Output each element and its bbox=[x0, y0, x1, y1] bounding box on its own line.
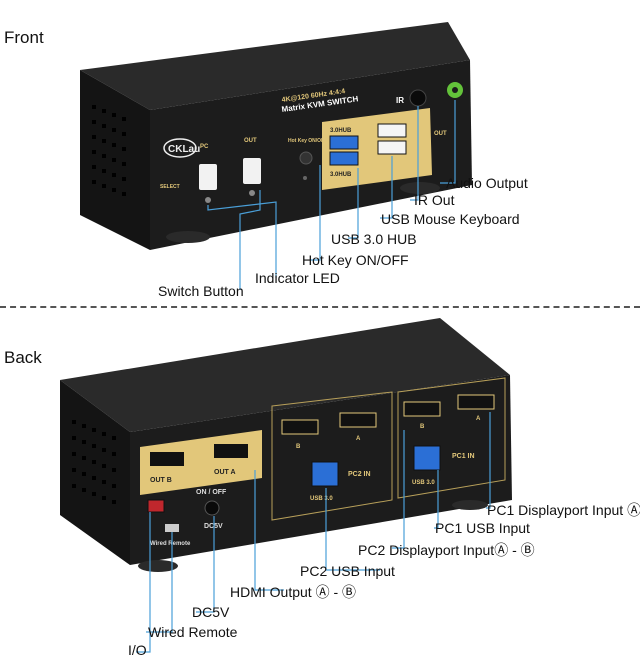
indicator-led-1 bbox=[205, 197, 211, 203]
label-ir-out: IR Out bbox=[414, 192, 455, 208]
usb-keyboard-port bbox=[377, 140, 407, 155]
front-vents bbox=[92, 105, 126, 196]
ir-out-jack bbox=[409, 89, 427, 107]
section-divider bbox=[0, 306, 640, 308]
front-section-title: Front bbox=[4, 28, 44, 47]
ir-silk-label: IR bbox=[396, 96, 404, 105]
switch-button-pc bbox=[199, 164, 217, 190]
pc2-region bbox=[271, 391, 393, 521]
usb-hub-silk-bottom: 3.0HUB bbox=[330, 172, 352, 178]
pc2-in-silk: PC2 IN bbox=[348, 471, 371, 478]
label-usb-mouse-keyboard: USB Mouse Keyboard bbox=[381, 211, 520, 227]
port-a-b-marker: Ⓐ - Ⓑ bbox=[494, 542, 535, 558]
pc1-port-a-silk: A bbox=[476, 416, 481, 422]
port-a-b-marker: Ⓐ - Ⓑ bbox=[627, 502, 640, 518]
usb-hub-silk-top: 3.0HUB bbox=[330, 128, 352, 134]
label-pc2-displayport: PC2 Displayport InputⒶ - Ⓑ bbox=[358, 542, 535, 558]
onoff-silk: ON / OFF bbox=[196, 489, 227, 496]
label-wired-remote: Wired Remote bbox=[148, 624, 238, 640]
label-io: I/O bbox=[128, 642, 147, 658]
pc1-region bbox=[397, 377, 506, 499]
back-device: OUT B OUT A ON / OFF DC5V Wired Remote B… bbox=[60, 318, 512, 572]
dc5v-jack bbox=[204, 500, 220, 516]
indicator-led-3 bbox=[303, 176, 307, 180]
hdmi-out-b-port bbox=[150, 452, 184, 466]
pc2-displayport-b bbox=[281, 419, 319, 435]
pc2-port-a-silk: A bbox=[356, 436, 361, 442]
hdmi-out-a-port bbox=[214, 444, 248, 458]
label-hdmi-output: HDMI Output Ⓐ - Ⓑ bbox=[230, 584, 357, 600]
wired-remote-port bbox=[165, 524, 179, 532]
front-device: CKLau 4K@120 60Hz 4:4:4 Matrix KVM SWITC… bbox=[80, 22, 472, 250]
out-b-silk: OUT B bbox=[150, 477, 172, 484]
pc1-displayport-b bbox=[403, 401, 441, 417]
out-silk-label-2: OUT bbox=[434, 131, 447, 137]
pc2-displayport-a bbox=[339, 412, 377, 428]
label-pc1-displayport: PC1 Displayport Input Ⓐ - Ⓑ bbox=[487, 500, 640, 520]
indicator-led-2 bbox=[249, 190, 255, 196]
label-audio-output: Audio Output bbox=[446, 175, 528, 191]
pc1-usb30-silk: USB 3.0 bbox=[412, 480, 435, 486]
pc2-usb30-silk: USB 3.0 bbox=[310, 496, 333, 502]
pc1-port-b-silk: B bbox=[420, 424, 425, 430]
hotkey-button bbox=[299, 151, 313, 165]
label-hotkey: Hot Key ON/OFF bbox=[302, 252, 409, 268]
out-silk-label: OUT bbox=[244, 138, 257, 144]
back-section-title: Back bbox=[4, 348, 42, 367]
hotkey-silk-label: Hot Key ON/OFF bbox=[288, 138, 327, 144]
back-vents bbox=[72, 420, 116, 504]
usb-mouse-port bbox=[377, 123, 407, 138]
front-leader-lines bbox=[207, 100, 456, 290]
brand-logo: CKLau bbox=[168, 144, 200, 155]
usb-hub-port-1 bbox=[329, 135, 359, 150]
label-usb-hub: USB 3.0 HUB bbox=[331, 231, 417, 247]
out-a-silk: OUT A bbox=[214, 469, 236, 476]
pc1-usb-port bbox=[413, 445, 441, 471]
label-pc1-usb: PC1 USB Input bbox=[435, 520, 530, 536]
label-indicator-led: Indicator LED bbox=[255, 270, 340, 286]
pc2-port-b-silk: B bbox=[296, 444, 301, 450]
back-leader-lines bbox=[136, 412, 491, 653]
select-silk-label: SELECT bbox=[160, 184, 180, 190]
pc1-in-silk: PC1 IN bbox=[452, 453, 475, 460]
usb-hub-port-2 bbox=[329, 151, 359, 166]
switch-button-out bbox=[243, 158, 261, 184]
label-dc5v: DC5V bbox=[192, 604, 230, 620]
pc1-displayport-a bbox=[457, 394, 495, 410]
pc2-usb-port bbox=[311, 461, 339, 487]
pc-silk-label: PC bbox=[200, 144, 209, 150]
label-pc2-usb: PC2 USB Input bbox=[300, 563, 395, 579]
label-switch-button: Switch Button bbox=[158, 283, 244, 299]
port-a-b-marker: Ⓐ - Ⓑ bbox=[315, 584, 357, 600]
wired-remote-silk: Wired Remote bbox=[150, 541, 191, 547]
io-switch bbox=[147, 499, 165, 513]
